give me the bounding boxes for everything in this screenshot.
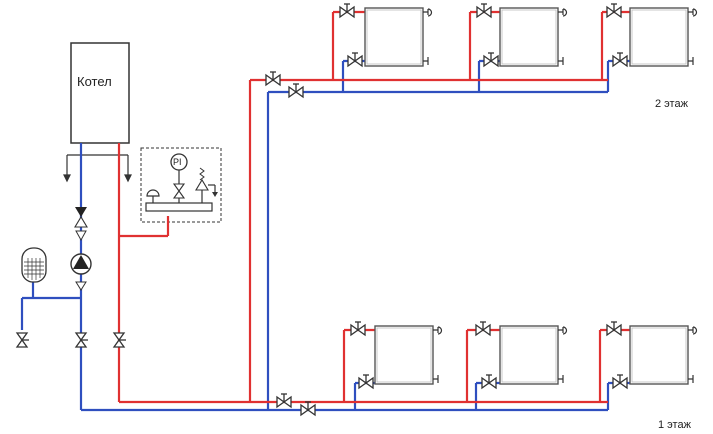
valve-icon <box>339 3 355 18</box>
valve-icon <box>75 332 89 348</box>
pressure-gauge-icon: PI <box>170 153 188 203</box>
valve-icon <box>481 374 497 389</box>
valve-icon <box>288 83 304 98</box>
valve-icon <box>350 321 366 336</box>
boiler <box>70 42 130 144</box>
valve-icon <box>16 332 30 348</box>
valve-icon <box>475 321 491 336</box>
expansion-tank-icon <box>21 247 47 283</box>
svg-text:PI: PI <box>173 157 182 167</box>
valve-icon <box>347 52 363 67</box>
valve-icon <box>476 3 492 18</box>
floor-label-1: 1 этаж <box>658 419 692 431</box>
drain-arrows <box>63 154 132 183</box>
valve-icon <box>606 321 622 336</box>
radiator-icon <box>629 7 698 67</box>
pump-icon <box>70 253 92 291</box>
radiator-icon <box>499 325 568 385</box>
air-vent-icon <box>146 189 160 203</box>
radiator-icon <box>364 7 433 67</box>
valve-icon <box>612 374 628 389</box>
radiator-icon <box>374 325 443 385</box>
valve-icon <box>483 52 499 67</box>
boiler-label: Котел <box>77 74 112 89</box>
radiator-icon <box>499 7 568 67</box>
valve-icon <box>612 52 628 67</box>
valve-icon <box>606 3 622 18</box>
valve-icon <box>113 332 127 348</box>
valve-icon <box>358 374 374 389</box>
check-valve-icon <box>74 207 88 242</box>
floor-label-2: 2 этаж <box>655 98 689 110</box>
safety-group-box <box>140 147 222 223</box>
safety-valve-icon <box>195 167 218 203</box>
supply-pipe <box>117 10 630 404</box>
valve-icon <box>300 401 316 416</box>
return-pipe <box>20 61 610 412</box>
radiator-icon <box>629 325 698 385</box>
valve-icon <box>265 71 281 86</box>
valve-icon <box>276 393 292 408</box>
